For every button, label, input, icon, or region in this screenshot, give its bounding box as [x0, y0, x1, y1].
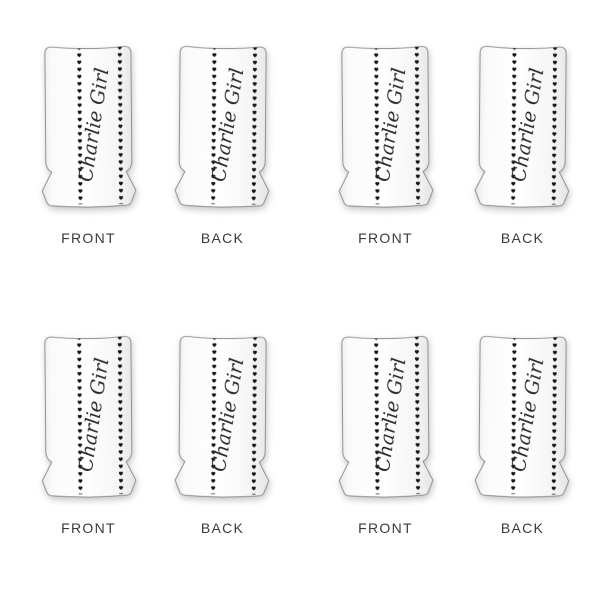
koozie-back-view: BACK — [174, 328, 271, 536]
koozie-front-view: FRONT — [40, 38, 137, 246]
view-label-front: FRONT — [358, 520, 413, 536]
koozie-front-view: FRONT — [337, 328, 434, 536]
koozie-back-view: BACK — [474, 38, 571, 246]
koozie-product-image — [473, 38, 571, 211]
koozie-product-image — [39, 38, 137, 211]
view-label-back: BACK — [500, 230, 545, 246]
view-label-back: BACK — [200, 520, 245, 536]
koozie-front-view: FRONT — [40, 328, 137, 536]
koozie-front-view: FRONT — [337, 38, 434, 246]
koozie-product-image — [173, 328, 271, 501]
koozie-product-image — [336, 328, 434, 501]
koozie-back-view: BACK — [174, 38, 271, 246]
koozie-back-view: BACK — [474, 328, 571, 536]
koozie-product-image — [39, 328, 137, 501]
koozie-product-image — [336, 38, 434, 211]
view-label-front: FRONT — [61, 520, 116, 536]
view-label-front: FRONT — [61, 230, 116, 246]
view-label-back: BACK — [500, 520, 545, 536]
view-label-front: FRONT — [358, 230, 413, 246]
koozie-product-image — [173, 38, 271, 211]
view-label-back: BACK — [200, 230, 245, 246]
koozie-product-image — [473, 328, 571, 501]
